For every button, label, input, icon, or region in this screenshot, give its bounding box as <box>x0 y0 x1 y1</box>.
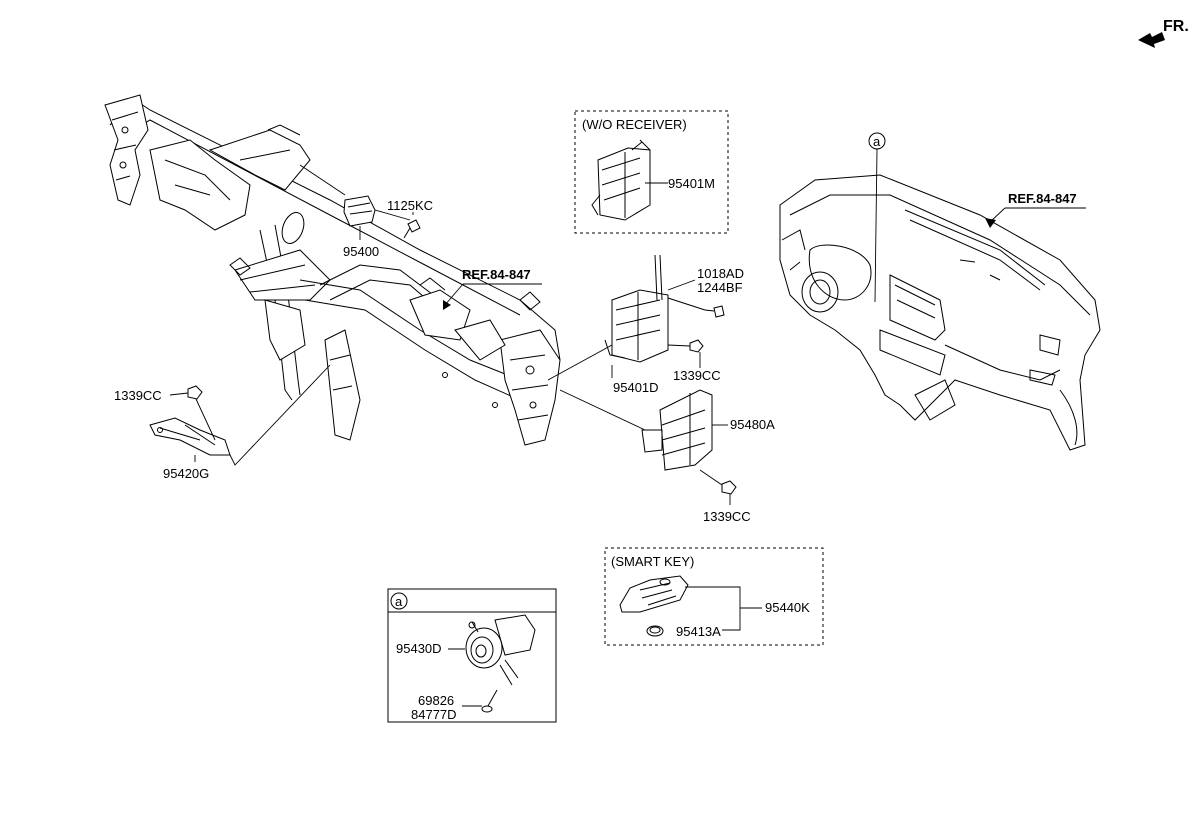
callout-a-detail-letter: a <box>395 594 403 609</box>
smart-key-group: (SMART KEY) 95440K 95413A <box>604 547 824 646</box>
module-95401d-illustration <box>604 254 706 363</box>
battery-95413a-icon <box>646 625 664 637</box>
smart-key-fob-illustration <box>619 575 689 613</box>
smart-key-box <box>604 547 824 646</box>
module-95401m-illustration <box>591 139 651 221</box>
detail-a-box <box>387 588 557 723</box>
part-1339cc-mid-label: 1339CC <box>673 368 721 383</box>
part-84777d-label: 84777D <box>411 707 457 722</box>
front-arrow-icon <box>1138 32 1165 48</box>
instrument-panel-illustration <box>779 174 1101 451</box>
part-95413a-label: 95413A <box>676 624 721 639</box>
wo-receiver-group: (W/O RECEIVER) 95401M <box>574 110 729 234</box>
part-1125kc-label: 1125KC <box>387 198 433 213</box>
smart-key-title: (SMART KEY) <box>611 554 694 569</box>
screw-1018ad-icon <box>704 305 725 318</box>
part-1244bf-label: 1244BF <box>697 280 743 295</box>
nut-1339cc-low-icon <box>721 480 737 495</box>
module-95400-illustration <box>343 195 376 227</box>
part-1339cc-left-label: 1339CC <box>114 388 162 403</box>
bracket-95420g-illustration <box>149 417 231 456</box>
callout-a-detail-circle <box>390 592 408 610</box>
part-95440k-label: 95440K <box>765 600 810 615</box>
screw-84777d-icon <box>481 689 498 713</box>
cowl-cross-bar-illustration <box>104 94 561 446</box>
part-95420g-label: 95420G <box>163 466 209 481</box>
part-1339cc-low-label: 1339CC <box>703 509 751 524</box>
ref-84-847-upper-label: REF.84-847 <box>1008 191 1077 206</box>
nut-1339cc-mid-icon <box>689 339 704 353</box>
front-label: FR. <box>1163 18 1189 35</box>
detail-a-group: a 95430D 69826 84777D <box>387 588 557 723</box>
part-95480a-label: 95480A <box>730 417 775 432</box>
front-direction-indicator: FR. <box>1138 18 1189 48</box>
wo-receiver-title: (W/O RECEIVER) <box>582 117 687 132</box>
ref-84-847-center-label: REF.84-847 <box>462 267 531 282</box>
start-switch-95430d-illustration <box>465 614 536 686</box>
callout-a-top-letter: a <box>873 134 881 149</box>
part-95430d-label: 95430D <box>396 641 442 656</box>
part-95401m-label: 95401M <box>668 176 715 191</box>
part-95401d-label: 95401D <box>613 380 659 395</box>
bracket-95480a-illustration <box>641 389 713 471</box>
bolt-1125kc-icon <box>403 219 421 239</box>
part-69826-label: 69826 <box>418 693 454 708</box>
wo-receiver-box <box>574 110 729 234</box>
part-1018ad-label: 1018AD <box>697 266 744 281</box>
part-95400-label: 95400 <box>343 244 379 259</box>
nut-1339cc-left-icon <box>187 385 203 400</box>
